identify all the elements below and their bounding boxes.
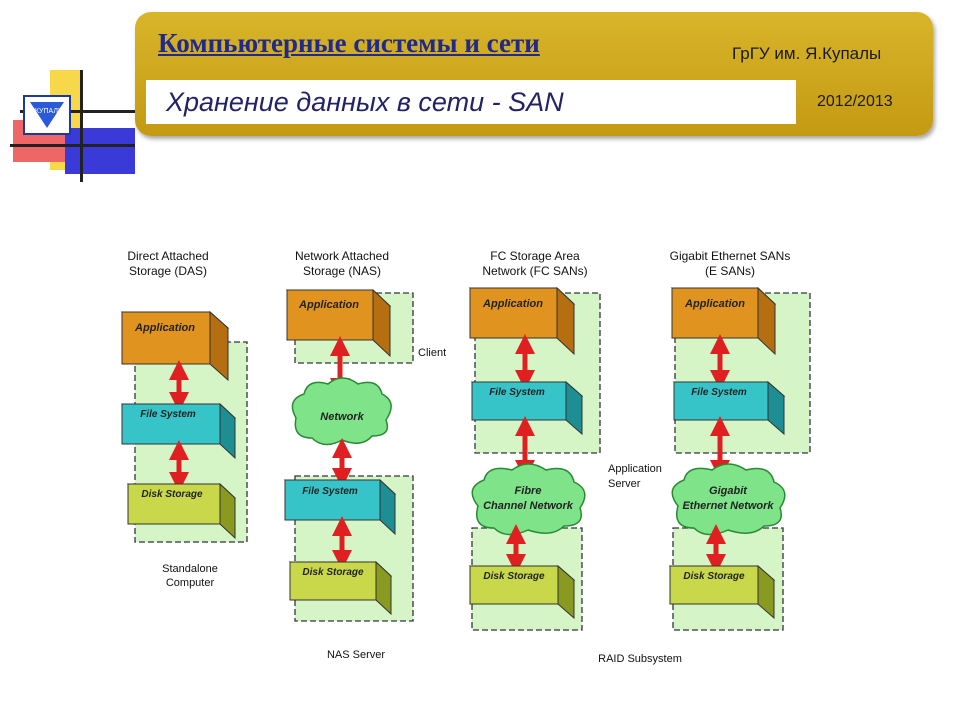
fcsan-disk-label: Disk Storage <box>483 571 545 582</box>
nas-application-label: Application <box>298 299 359 311</box>
fcsan-network-cloud: Fibre Channel Network <box>471 463 586 536</box>
esan-heading-line1: Gigabit Ethernet SANs <box>670 249 791 263</box>
university-name: ГрГУ им. Я.Купалы <box>732 44 882 63</box>
application-server-label-line2: Server <box>608 478 641 490</box>
esan-heading-line2: (E SANs) <box>705 264 755 278</box>
fcsan-network-label-line2: Channel Network <box>483 500 574 512</box>
nas-server-label: NAS Server <box>327 649 385 661</box>
university-emblem-icon: ЯКУПАЛЫ <box>10 70 135 182</box>
academic-year: 2012/2013 <box>817 93 893 110</box>
fcsan-disk-block: Disk Storage <box>468 564 576 620</box>
standalone-label-line1: Standalone <box>162 563 218 575</box>
nas-heading-line2: Storage (NAS) <box>303 264 381 278</box>
nas-network-label: Network <box>320 411 364 423</box>
nas-filesystem-label: File System <box>302 486 358 497</box>
fcsan-heading-line1: FC Storage Area <box>490 249 580 263</box>
esan-filesystem-block: File System <box>672 380 786 436</box>
esan-application-label: Application <box>684 298 745 310</box>
nas-filesystem-block: File System <box>283 478 397 536</box>
subtitle-box <box>146 80 796 124</box>
nas-disk-label: Disk Storage <box>302 567 364 578</box>
esan-network-label-line2: Ethernet Network <box>682 500 774 512</box>
raid-subsystem-label: RAID Subsystem <box>598 653 682 665</box>
esan-disk-label: Disk Storage <box>683 571 745 582</box>
course-title: Компьютерные системы и сети <box>158 28 540 58</box>
das-filesystem-block: File System <box>120 402 237 460</box>
nas-disk-block: Disk Storage <box>288 560 393 616</box>
nas-heading-line1: Network Attached <box>295 249 389 263</box>
das-disk-label: Disk Storage <box>141 489 203 500</box>
fcsan-filesystem-label: File System <box>489 387 545 398</box>
fcsan-heading-line2: Network (FC SANs) <box>482 264 587 278</box>
das-disk-block: Disk Storage <box>126 482 237 540</box>
fcsan-application-block: Application <box>468 286 576 356</box>
das-application-block: Application <box>120 310 230 382</box>
nas-application-block: Application <box>285 288 392 358</box>
client-label: Client <box>418 347 446 359</box>
fcsan-network-label-line1: Fibre <box>515 485 542 497</box>
nas-network-cloud: Network <box>291 377 392 446</box>
das-filesystem-label: File System <box>140 409 196 420</box>
das-application-label: Application <box>134 322 195 334</box>
esan-application-block: Application <box>670 286 777 356</box>
das-heading-line1: Direct Attached <box>127 249 208 263</box>
fcsan-application-label: Application <box>482 298 543 310</box>
esan-disk-block: Disk Storage <box>668 564 776 620</box>
esan-filesystem-label: File System <box>691 387 747 398</box>
esan-network-label-line1: Gigabit <box>709 485 748 497</box>
svg-text:ЯКУПАЛЫ: ЯКУПАЛЫ <box>30 108 64 115</box>
application-server-label-line1: Application <box>608 463 662 475</box>
slide-subtitle: Хранение данных в сети - SAN <box>166 87 564 117</box>
das-heading-line2: Storage (DAS) <box>129 264 207 278</box>
standalone-label-line2: Computer <box>166 577 215 589</box>
storage-architectures-diagram: Direct Attached Storage (DAS) Network At… <box>120 249 811 665</box>
esan-network-cloud: Gigabit Ethernet Network <box>671 463 786 536</box>
